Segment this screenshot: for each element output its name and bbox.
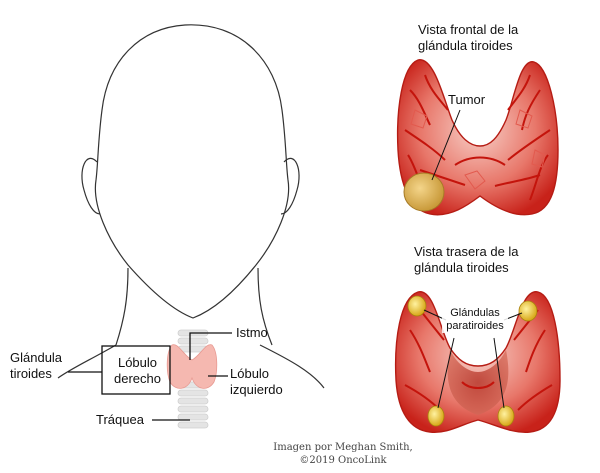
leader-lines [68,332,232,421]
head-outline [57,24,325,389]
left-lobe-label: Lóbulo izquierdo [230,366,283,397]
isthmus-label: Istmo [236,325,268,340]
parathyroids-label: Glándulas paratiroides [442,307,508,333]
front-thyroid [396,59,559,216]
thyroid-gland-label: Glándula tiroides [10,350,63,381]
back-view-title: Vista trasera de la glándula tiroides [414,244,519,275]
trachea-label: Tráquea [96,412,144,427]
right-lobe-label: Lóbulo derecho [114,355,161,386]
tumor-label: Tumor [448,92,486,107]
image-credit: Imagen por Meghan Smith, ©2019 OncoLink [273,442,413,466]
front-view-title: Vista frontal de la glándula tiroides [418,22,519,53]
back-thyroid [394,291,561,433]
